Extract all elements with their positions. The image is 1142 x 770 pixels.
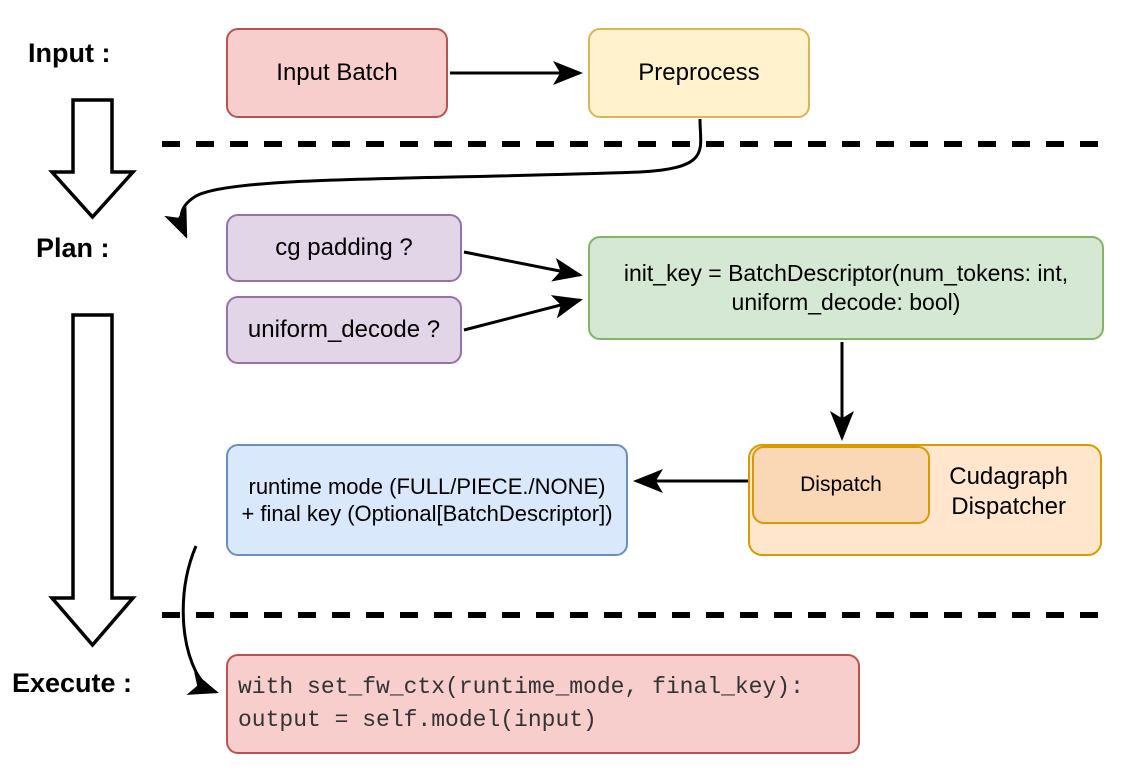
edge-runtime-mode-to-execute-code [181,545,219,695]
node-init-key[interactable]: init_key = BatchDescriptor(num_tokens: i… [588,236,1104,340]
edge-uniform-decode-to-init-key [463,295,583,332]
node-uniform-decode-label: uniform_decode ? [247,316,441,343]
plan-to-execute-block-arrow [48,313,137,648]
node-runtime-mode-label: runtime mode (FULL/PIECE./NONE) + final … [241,473,613,527]
node-execute-code-label: with set_fw_ctx(runtime_mode, final_key)… [238,673,804,733]
stage-label-input: Input : [28,38,111,68]
node-uniform-decode[interactable]: uniform_decode ? [226,296,462,364]
node-preprocess-label: Preprocess [638,59,760,86]
edge-cg-padding-to-init-key [463,250,583,282]
node-init-key-label: init_key = BatchDescriptor(num_tokens: i… [623,260,1069,315]
stage-label-execute: Execute : [12,668,133,698]
node-execute-code[interactable]: with set_fw_ctx(runtime_mode, final_key)… [226,654,860,754]
stage-label-plan: Plan : [36,233,110,263]
node-cudagraph-dispatcher-label: Cudagraph Dispatcher [949,463,1068,520]
node-cg-padding-label: cg padding ? [275,234,413,261]
node-input-batch-label: Input Batch [276,59,398,86]
node-input-batch[interactable]: Input Batch [226,28,448,118]
node-dispatch-label: Dispatch [800,472,882,496]
input-to-plan-block-arrow [48,98,137,220]
node-cg-padding[interactable]: cg padding ? [226,214,462,282]
node-dispatch[interactable]: Dispatch [752,446,930,524]
node-runtime-mode[interactable]: runtime mode (FULL/PIECE./NONE) + final … [226,444,628,556]
node-preprocess[interactable]: Preprocess [588,28,810,118]
